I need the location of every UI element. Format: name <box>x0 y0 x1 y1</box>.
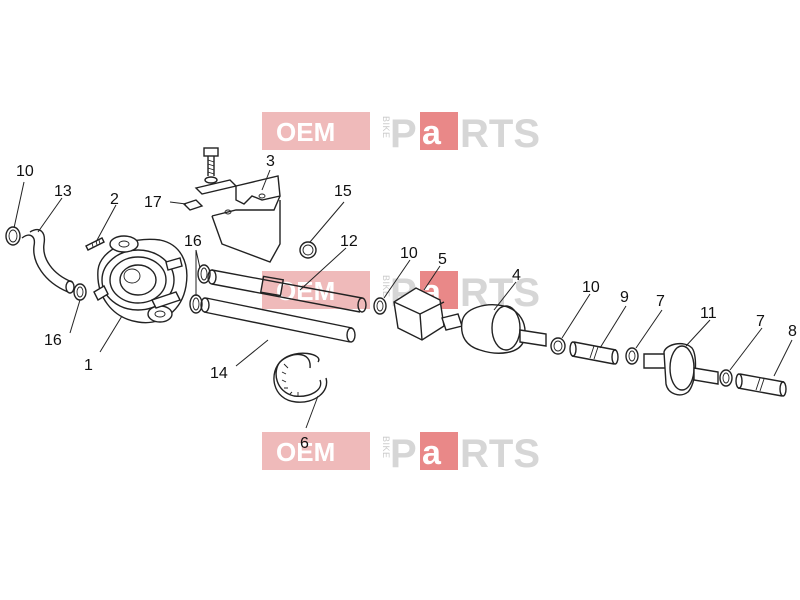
callout-17: 17 <box>144 194 162 211</box>
watermark-bottom: OEM BIKE P a RTS <box>262 432 540 476</box>
part-clamp-7-right <box>719 369 733 387</box>
watermark-bike-text: BIKE <box>381 275 391 298</box>
callout-13: 13 <box>54 183 72 200</box>
callout-12: 12 <box>340 233 358 250</box>
watermark-rts-text: RTS <box>460 432 540 476</box>
watermark-a-text: a <box>422 434 442 472</box>
callout-3: 3 <box>266 153 275 170</box>
watermark-rts-text: RTS <box>460 112 540 156</box>
part-oring-16-left <box>73 283 87 301</box>
watermark-p-text: P <box>390 432 417 476</box>
watermark-bike-text: BIKE <box>381 436 391 459</box>
part-pump-1 <box>93 235 188 324</box>
part-screw-2 <box>85 237 105 251</box>
part-clamp-10-middle <box>373 297 387 315</box>
watermark-top: OEM BIKE P a RTS <box>262 112 540 156</box>
callout-1: 1 <box>84 357 93 374</box>
part-filter-4 <box>441 304 547 354</box>
part-hose-9 <box>569 341 619 365</box>
part-valve-11 <box>643 342 719 396</box>
callout-10-left: 10 <box>16 163 34 180</box>
watermark-p-text: P <box>390 112 417 156</box>
part-clamp-10-right <box>550 337 566 355</box>
part-hose-8 <box>735 373 787 397</box>
callout-11: 11 <box>700 305 717 322</box>
watermark-bike-text: BIKE <box>381 116 391 139</box>
callout-15: 15 <box>334 183 352 200</box>
callout-6: 6 <box>300 435 309 452</box>
callout-14: 14 <box>210 365 228 382</box>
callout-10-middle: 10 <box>400 245 418 262</box>
part-bolt-3 <box>203 147 219 184</box>
callout-16-right: 16 <box>184 233 202 250</box>
part-band-clamp-6 <box>273 352 328 403</box>
callout-9: 9 <box>620 289 629 306</box>
callout-7-right: 7 <box>756 313 765 330</box>
callout-4: 4 <box>512 267 521 284</box>
part-ring-15 <box>299 241 317 259</box>
callout-2: 2 <box>110 191 119 208</box>
watermark-oem-text: OEM <box>276 437 335 467</box>
callout-5: 5 <box>438 251 447 268</box>
callout-7-left: 7 <box>656 293 665 310</box>
part-clamp-7-left <box>625 347 639 365</box>
callout-10-right: 10 <box>582 279 600 296</box>
part-tube-14 <box>200 297 356 343</box>
callout-16-left: 16 <box>44 332 62 349</box>
part-hose-13 <box>21 228 75 294</box>
part-oring-16-right <box>189 264 211 314</box>
part-nut-17 <box>182 199 204 211</box>
part-tube-12 <box>207 269 367 313</box>
callout-8: 8 <box>788 323 797 340</box>
part-clamp-10-left <box>5 226 21 246</box>
watermark-a-text: a <box>422 114 442 152</box>
watermark-oem-text: OEM <box>276 117 335 147</box>
leader-lines <box>13 169 793 429</box>
part-bracket-3 <box>194 175 281 263</box>
callout-labels: 10 13 2 16 1 17 3 16 15 12 14 6 10 5 4 1… <box>16 153 797 452</box>
